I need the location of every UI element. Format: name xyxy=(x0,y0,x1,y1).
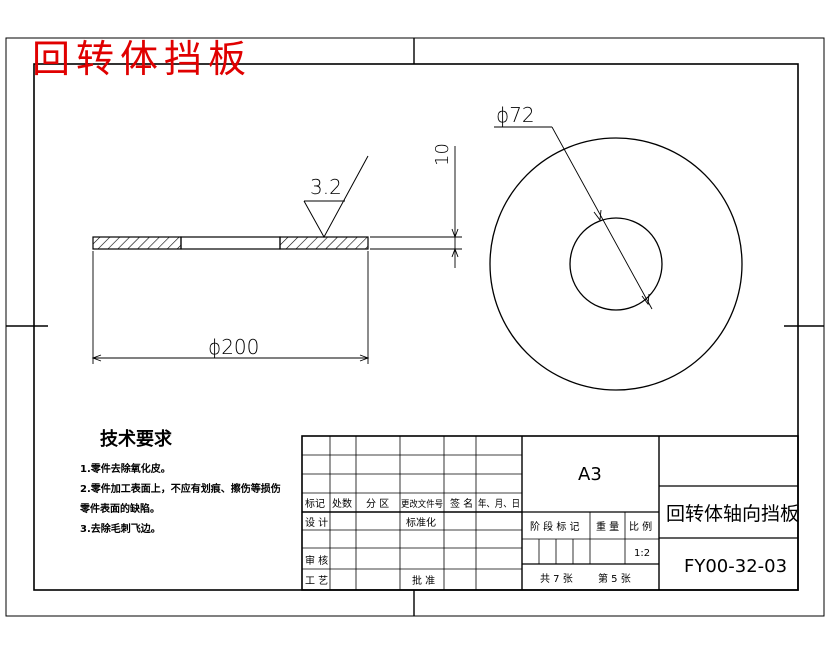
rev-header: 签 名 xyxy=(450,497,473,510)
tech-req-item: 2.零件加工表面上，不应有划痕、擦伤等损伤 xyxy=(80,482,281,495)
outer-frame xyxy=(5,37,825,617)
tech-req-item: 1.零件去除氧化皮。 xyxy=(80,462,171,475)
stage-header: 重 量 xyxy=(596,520,619,533)
thickness-label: 10 xyxy=(432,143,453,166)
dim-inner-diameter xyxy=(494,126,653,310)
sheets-total: 共 7 张 xyxy=(540,573,573,585)
inner-circle xyxy=(569,217,663,311)
tech-req-item: 零件表面的缺陷。 xyxy=(79,502,160,515)
sheet-title: 回转体挡板 xyxy=(32,37,252,81)
drawing-number: FY00-32-03 xyxy=(684,556,787,577)
tech-req-heading: 技术要求 xyxy=(100,428,173,450)
roughness-symbol xyxy=(303,155,369,239)
standard-label: 标准化 xyxy=(406,516,436,529)
section-view xyxy=(92,236,369,250)
sheet-number: 第 5 张 xyxy=(598,572,631,585)
roughness-label: 3.2 xyxy=(310,175,342,199)
process-label: 工 艺 xyxy=(305,575,328,587)
tech-req-item: 3.去除毛刺飞边。 xyxy=(80,522,161,535)
rev-header: 处数 xyxy=(332,497,352,510)
scale-value: 1:2 xyxy=(634,548,650,559)
section-bore xyxy=(180,236,281,250)
design-label: 设 计 xyxy=(305,516,328,529)
side-view xyxy=(489,137,743,391)
section-hatch-right xyxy=(279,236,369,250)
sheet-size: A3 xyxy=(578,464,602,485)
centering-marks xyxy=(6,38,824,616)
approve-label: 批 准 xyxy=(412,574,435,587)
title-block xyxy=(301,435,799,591)
dim-outer-diameter xyxy=(91,251,370,364)
outer-diameter-label: ϕ200 xyxy=(208,335,259,359)
review-label: 审 核 xyxy=(305,554,328,567)
dim-thickness xyxy=(370,146,462,268)
stage-header: 比 例 xyxy=(629,520,652,533)
stage-header: 阶 段 标 记 xyxy=(530,520,580,533)
outer-circle xyxy=(489,137,743,391)
part-name: 回转体轴向挡板 xyxy=(666,503,799,525)
rev-header: 年、月、日 xyxy=(478,497,520,510)
section-hatch-left xyxy=(92,236,182,250)
rev-header: 更改文件号 xyxy=(401,498,443,510)
inner-diameter-label: ϕ72 xyxy=(496,103,535,127)
rev-header: 标记 xyxy=(305,498,325,510)
rev-header: 分 区 xyxy=(366,498,389,510)
